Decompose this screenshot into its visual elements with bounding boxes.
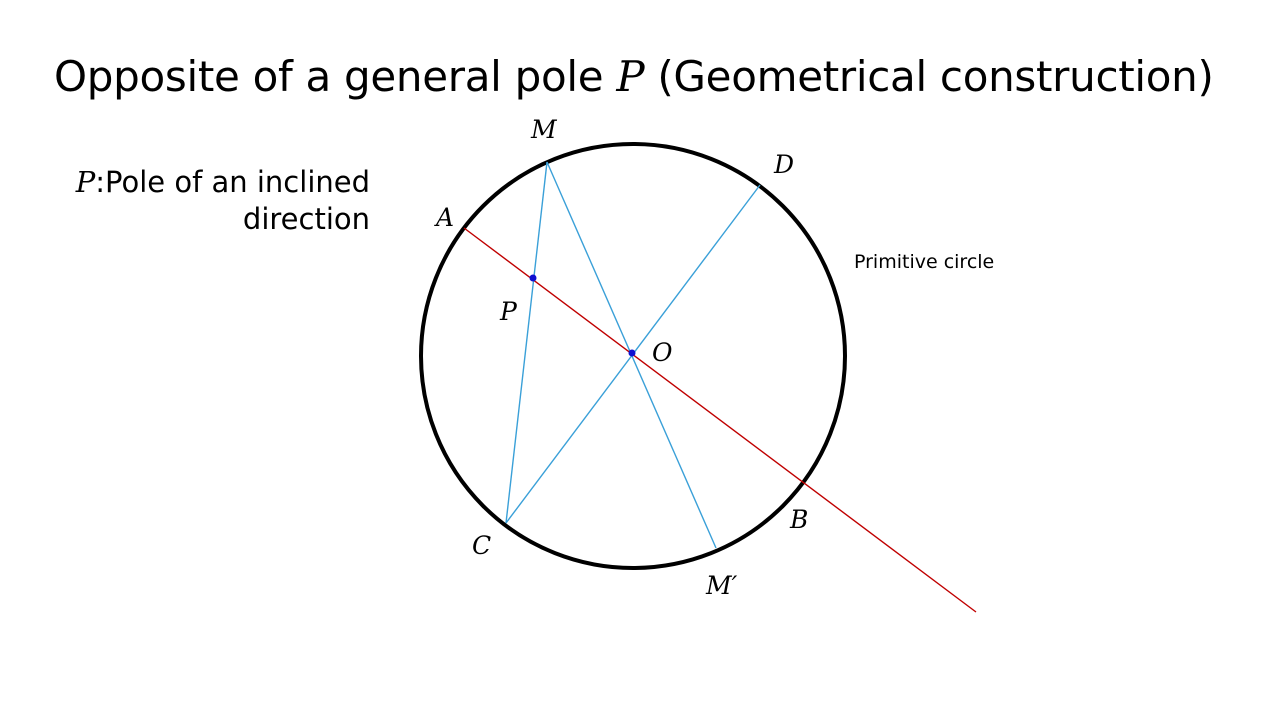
label-B: B	[789, 505, 808, 534]
label-A: A	[434, 203, 454, 232]
point-P	[529, 274, 537, 282]
slide-title: Opposite of a general pole P (Geometrica…	[54, 52, 1214, 101]
pole-description: P:Pole of an inclined direction	[76, 164, 370, 238]
primitive-circle-label: Primitive circle	[854, 251, 994, 273]
pole-description-line-2: direction	[242, 202, 370, 236]
label-M: M	[530, 115, 558, 144]
primitive-circle	[419, 142, 847, 570]
label-O: O	[652, 338, 673, 367]
title-prefix: Opposite of a general pole	[54, 52, 617, 101]
label-M-prime: M′	[705, 571, 738, 600]
title-pole-symbol: P	[616, 52, 645, 101]
point-O	[628, 349, 636, 357]
pole-description-text: :Pole of an inclined	[95, 165, 370, 199]
label-P: P	[499, 297, 518, 326]
line-A-B-extended	[463, 227, 977, 613]
label-C: C	[472, 531, 491, 560]
line-M-C	[505, 161, 548, 524]
label-D: D	[773, 150, 794, 179]
title-suffix: (Geometrical construction)	[644, 52, 1214, 101]
pole-description-symbol: P	[75, 165, 96, 199]
pole-description-line-1: P:Pole of an inclined	[76, 164, 370, 201]
